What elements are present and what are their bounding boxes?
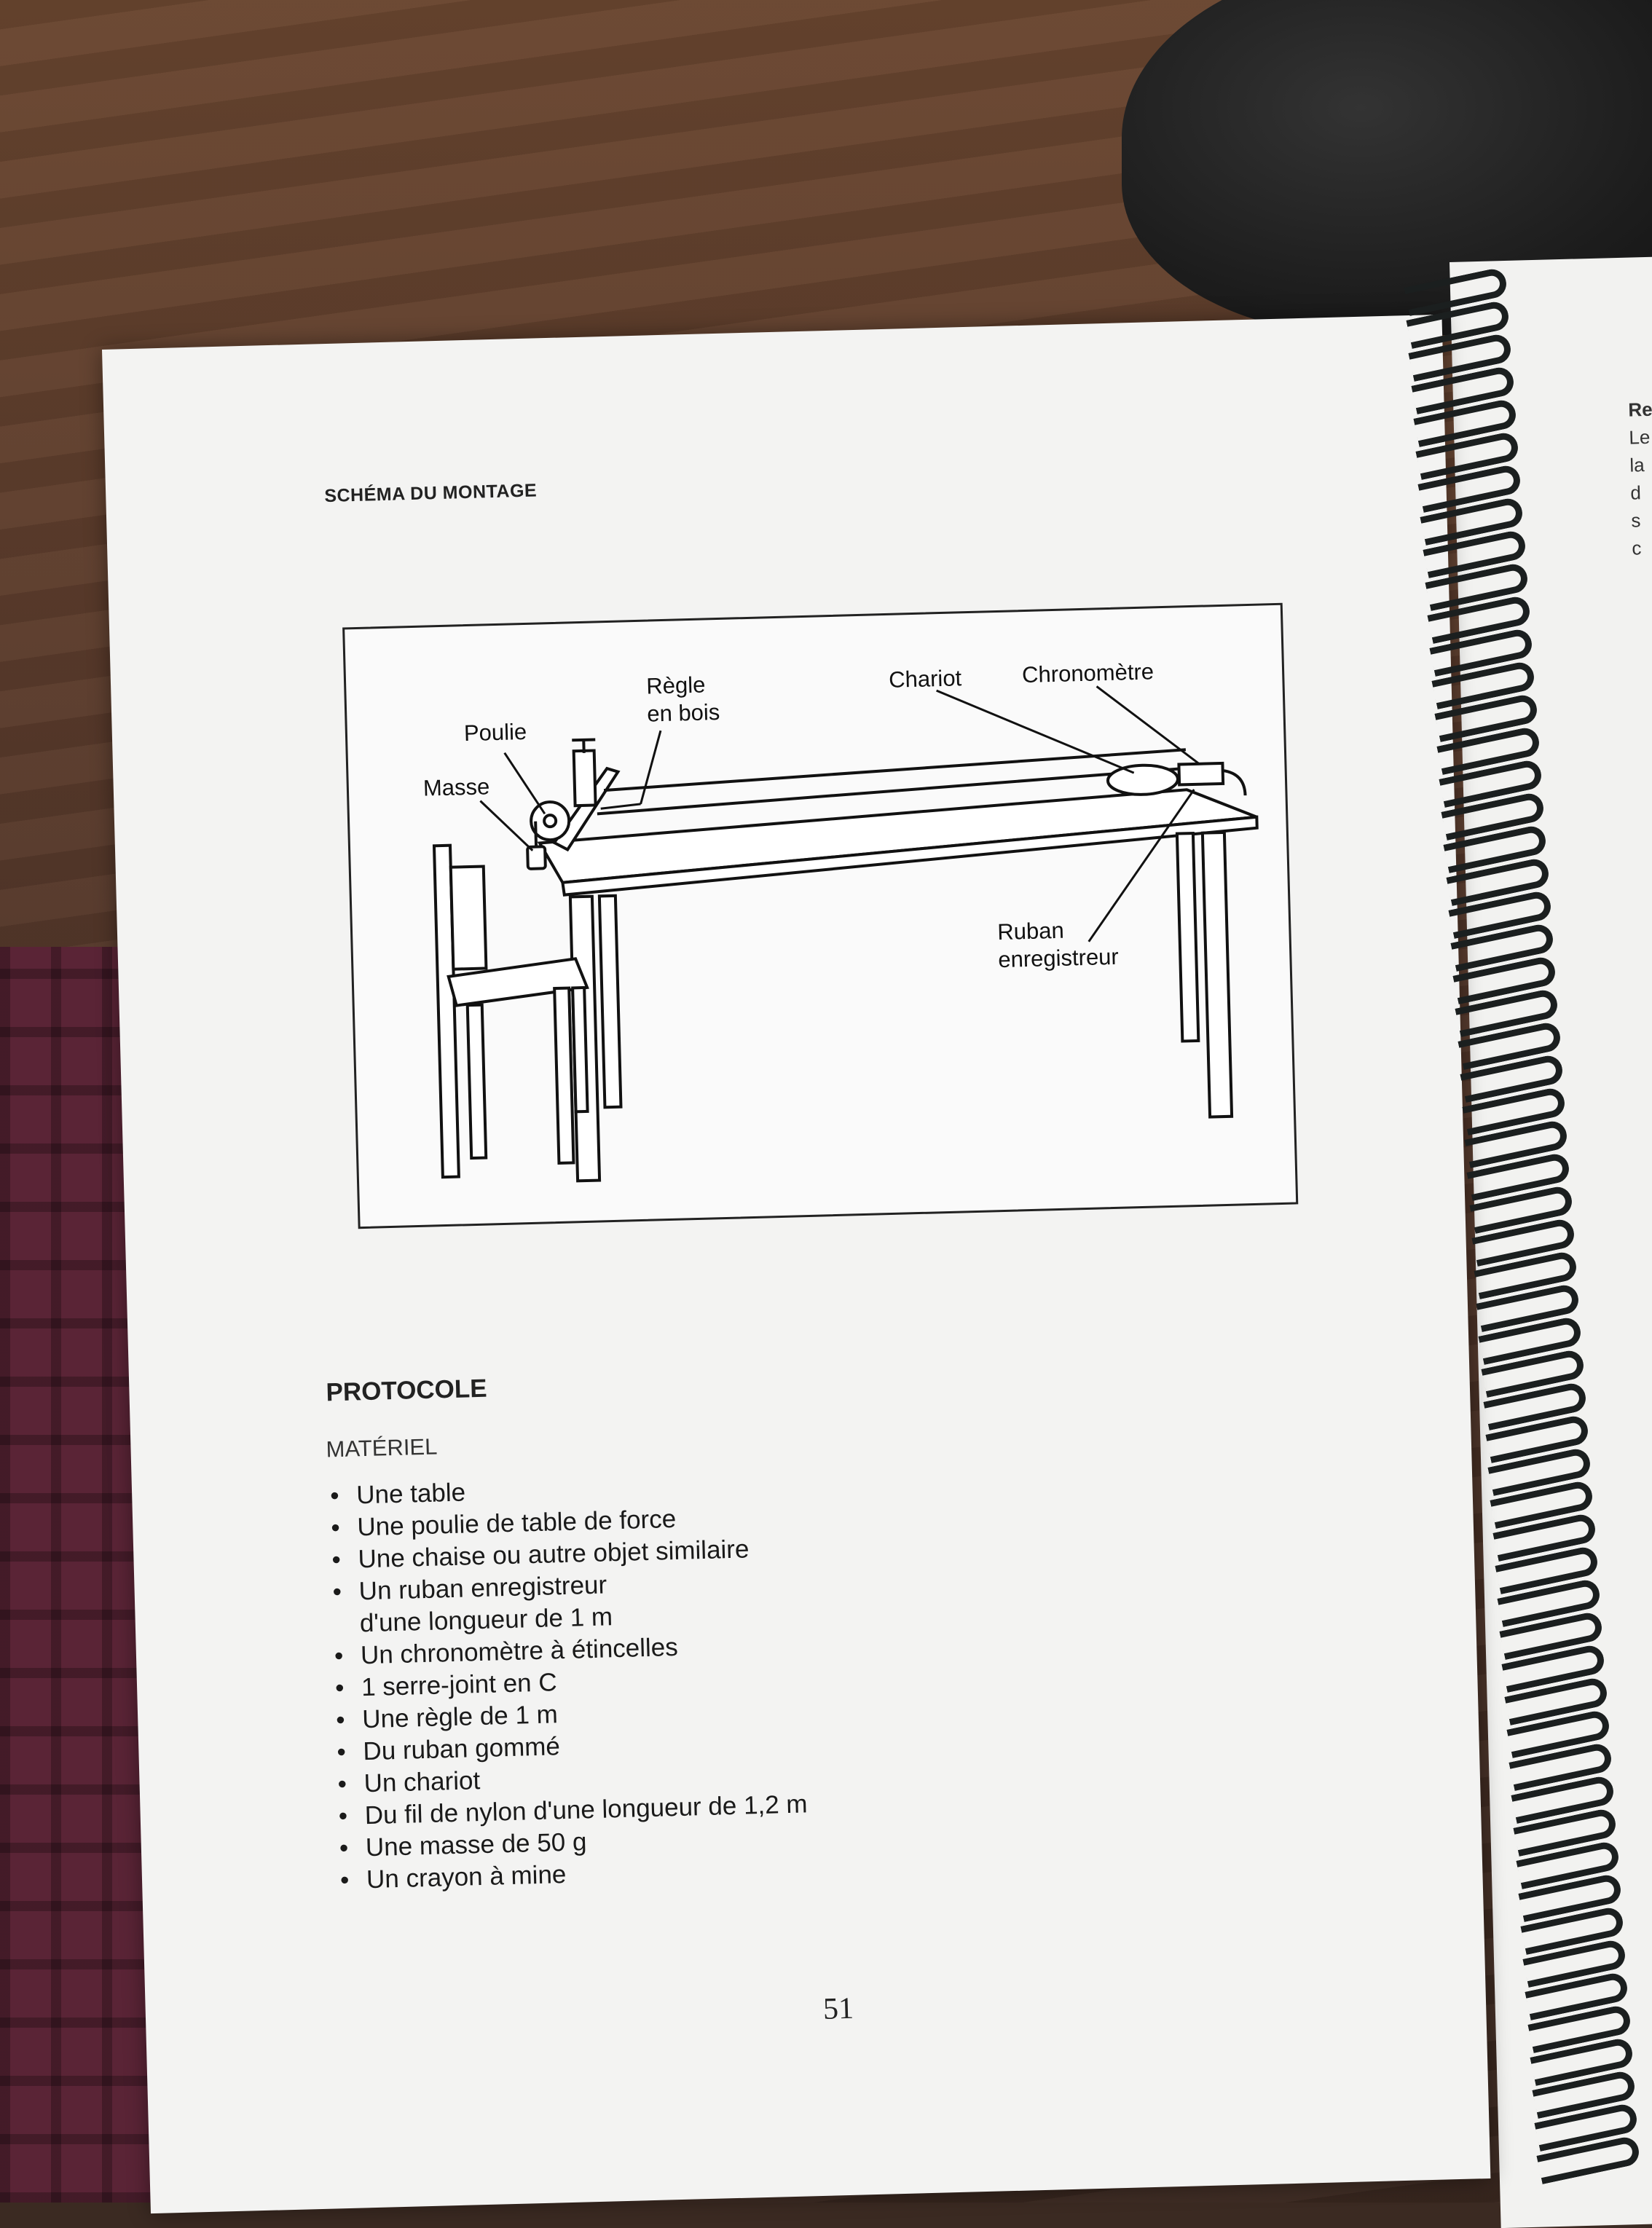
label-ruban: Ruban enregistreur [997, 916, 1119, 974]
mass-string [535, 822, 536, 847]
bullet: • [337, 1736, 346, 1768]
schema-title: SCHÉMA DU MONTAGE [324, 480, 537, 507]
track-line [603, 749, 1187, 790]
list-item-text: 1 serre-joint en C [361, 1668, 557, 1701]
page-number: 51 [822, 1991, 854, 2027]
chronometer-cable [1223, 770, 1246, 796]
bullet: • [331, 1512, 340, 1544]
bullet: • [338, 1800, 347, 1833]
spiral-binding [1406, 277, 1639, 2200]
chair-leg [468, 1005, 486, 1158]
bullet: • [334, 1640, 344, 1672]
protocole-heading: PROTOCOLE [326, 1374, 487, 1408]
bullet: • [337, 1768, 347, 1800]
label-masse: Masse [422, 773, 489, 802]
table-leg [1203, 832, 1232, 1117]
chair-back-rail [451, 867, 487, 969]
label-chronometre: Chronomètre [1022, 658, 1155, 689]
chronometer [1179, 763, 1223, 785]
table-leg [599, 896, 621, 1107]
pointer-poulie [505, 752, 545, 814]
bullet: • [332, 1576, 342, 1608]
list-item-text: Un crayon à mine [366, 1860, 567, 1894]
list-item-text: Une règle de 1 m [362, 1700, 558, 1733]
pointer-regle [639, 731, 663, 804]
list-item-text: Une masse de 50 g [365, 1827, 586, 1862]
book-page: SCHÉMA DU MONTAGE [102, 315, 1490, 2213]
bullet: • [339, 1833, 348, 1865]
chair-leg [573, 988, 587, 1111]
clamp-rod [572, 739, 595, 740]
table-leg [1177, 833, 1198, 1041]
cart [1107, 765, 1178, 795]
materiel-heading: MATÉRIEL [326, 1433, 438, 1463]
list-item-text: Un chariot [363, 1766, 480, 1798]
materiel-list: •Une table •Une poulie de table de force… [330, 1468, 810, 1897]
list-item-text: Un ruban enregistreur d'une longueur de … [358, 1570, 613, 1637]
setup-drawing [345, 605, 1296, 1227]
bullet: • [330, 1480, 339, 1512]
chair-leg [554, 988, 573, 1163]
setup-diagram: Règle en bois Poulie Masse Chariot Chron… [342, 603, 1298, 1229]
bullet: • [340, 1865, 350, 1897]
list-item-text: Une table [356, 1478, 466, 1509]
label-chariot: Chariot [889, 664, 962, 694]
label-poulie: Poulie [463, 718, 527, 747]
pointer-masse [480, 800, 532, 852]
list-item: • Un ruban enregistreur d'une longueur de… [332, 1564, 803, 1640]
clamp [574, 751, 596, 806]
bullet: • [336, 1704, 345, 1736]
list-item-text: Du ruban gommé [363, 1732, 560, 1766]
mass [527, 846, 546, 869]
bullet: • [331, 1544, 341, 1576]
bullet: • [335, 1672, 345, 1704]
pointer-regle [601, 804, 641, 808]
label-regle: Règle en bois [646, 671, 720, 728]
